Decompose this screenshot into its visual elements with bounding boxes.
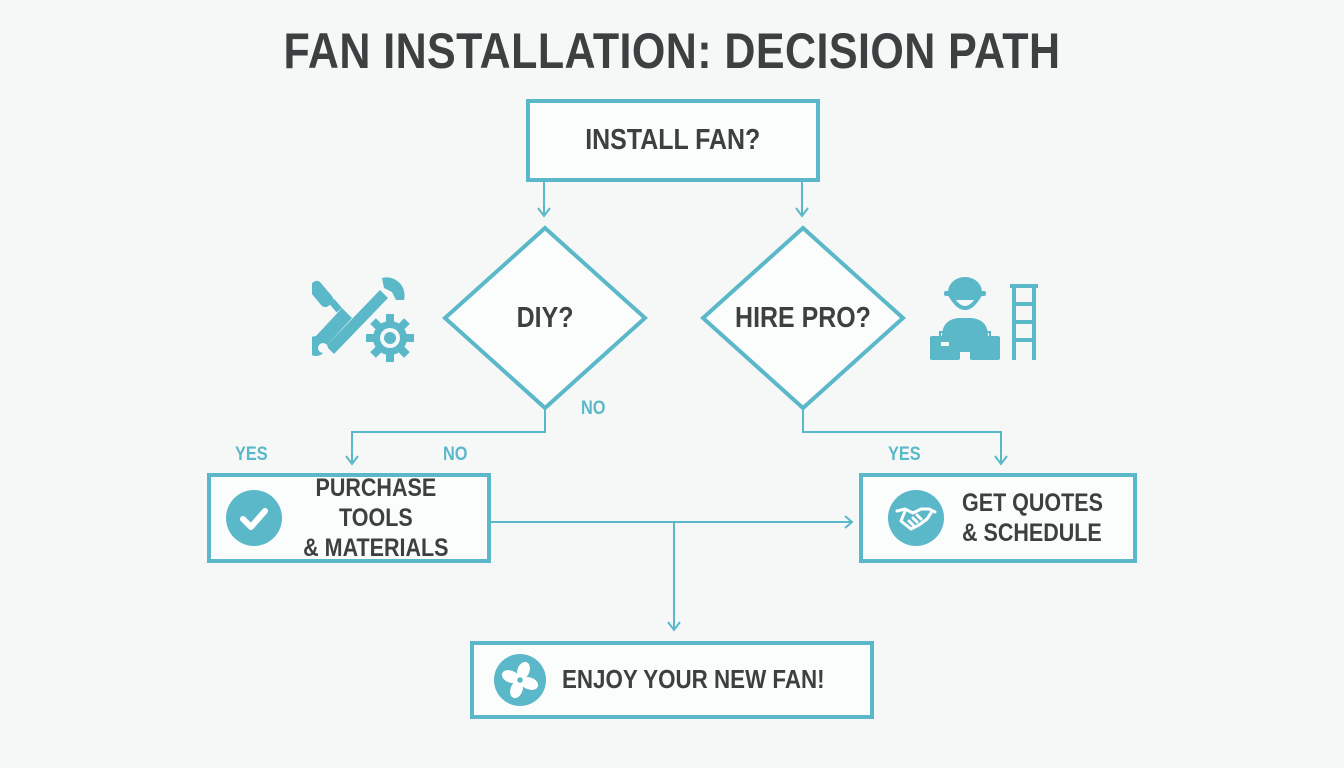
page-title: FAN INSTALLATION: DECISION PATH: [283, 23, 1061, 79]
worker-toolbox-ladder-icon: [930, 277, 1038, 360]
node-enjoy-fan: ENJOY YOUR NEW FAN!: [470, 641, 874, 719]
node-hire-pro: HIRE PRO?: [703, 228, 903, 408]
node-purchase-tools: PURCHASE TOOLS & MATERIALS: [207, 473, 491, 563]
node-quotes-line2: & SCHEDULE: [962, 519, 1102, 547]
edge-label-purchase-yes: YES: [235, 444, 268, 465]
node-purchase-line2: & MATERIALS: [303, 534, 449, 562]
node-purchase-line1: PURCHASE TOOLS: [315, 474, 437, 532]
node-get-quotes: GET QUOTES & SCHEDULE: [859, 473, 1137, 563]
fan-icon: [494, 654, 546, 706]
checkmark-icon: [226, 490, 282, 546]
node-quotes-line1: GET QUOTES: [962, 489, 1103, 517]
edge-label-purchase-no: NO: [443, 444, 468, 465]
edge-label-quotes-yes: YES: [888, 444, 921, 465]
handshake-icon: [888, 490, 944, 546]
node-diy: DIY?: [445, 228, 645, 408]
node-hire-pro-label: HIRE PRO?: [735, 301, 871, 334]
wrench-gear-icon: [312, 277, 414, 362]
node-diy-label: DIY?: [516, 301, 574, 334]
node-enjoy-fan-label: ENJOY YOUR NEW FAN!: [562, 664, 825, 695]
node-install-fan-label: INSTALL FAN?: [585, 124, 761, 157]
node-install-fan: INSTALL FAN?: [526, 99, 820, 182]
edge-label-diy-no: NO: [581, 398, 606, 419]
